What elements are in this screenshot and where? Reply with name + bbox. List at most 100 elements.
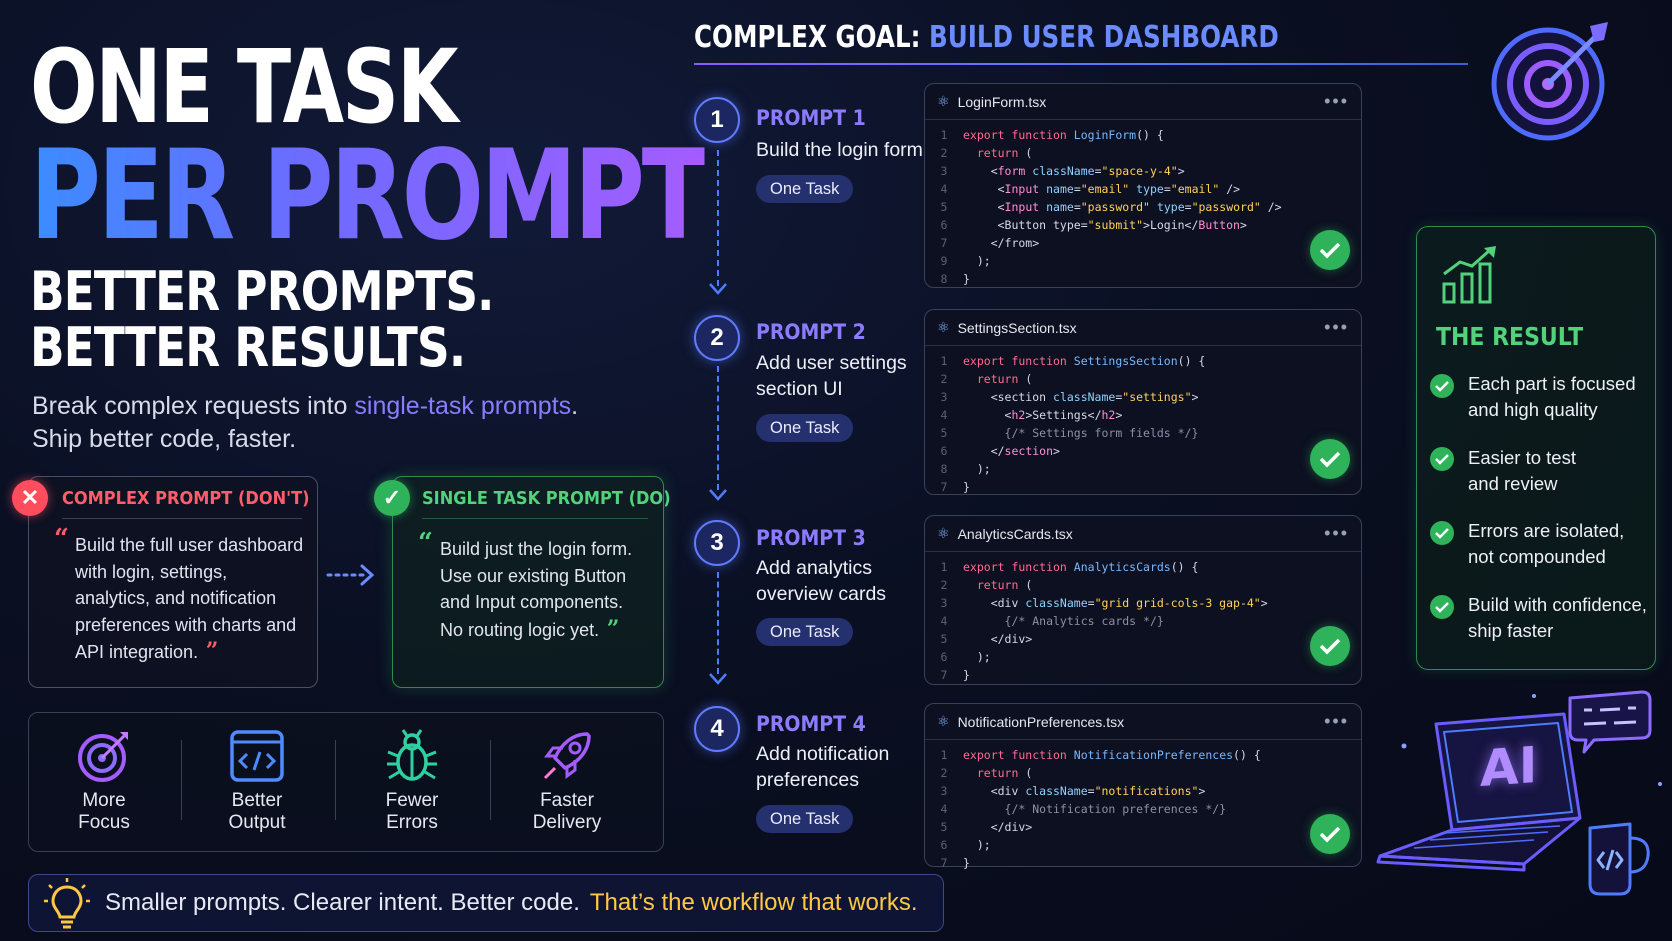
prompt-1-number: 1: [694, 97, 740, 143]
headline-line1: ONE TASK: [30, 28, 459, 147]
check-icon: [1430, 595, 1454, 619]
ai-screen-text: AI: [1480, 735, 1538, 799]
footer-banner: Smaller prompts. Clearer intent. Better …: [28, 874, 944, 932]
target-icon: [78, 732, 128, 782]
goal-underline: [694, 63, 1468, 65]
headline-line3: BETTER PROMPTS.BETTER RESULTS.: [30, 260, 494, 379]
result-item: Build with confidence,ship faster: [1468, 594, 1647, 641]
check-icon: [1310, 439, 1350, 479]
prompt-3-tag: One Task: [756, 618, 854, 646]
prompt-2-label: PROMPT 2: [756, 320, 866, 344]
prompt-4-label: PROMPT 4: [756, 712, 866, 736]
react-icon: ⚛: [937, 525, 950, 541]
single-task-prompt-quote: Build just the login form. Use our exist…: [440, 539, 633, 642]
check-icon: [1310, 626, 1350, 666]
divider: [335, 740, 336, 820]
file-name: NotificationPreferences.tsx: [957, 713, 1125, 730]
result-title: THE RESULT: [1436, 322, 1584, 351]
more-icon[interactable]: •••: [1324, 711, 1349, 731]
more-icon[interactable]: •••: [1324, 91, 1349, 111]
prompt-1-desc: Build the login form: [756, 139, 923, 161]
footer-highlight: That’s the workflow that works.: [589, 889, 918, 916]
more-icon[interactable]: •••: [1324, 523, 1349, 543]
footer-text: Smaller prompts. Clearer intent. Better …: [105, 889, 580, 916]
divider: [181, 740, 182, 820]
file-name: LoginForm.tsx: [957, 93, 1047, 110]
prompt-2-tag: One Task: [756, 414, 854, 442]
more-icon[interactable]: •••: [1324, 317, 1349, 337]
code-card-header: ⚛ SettingsSection.tsx •••: [925, 310, 1361, 346]
code-card-header: ⚛ AnalyticsCards.tsx •••: [925, 516, 1361, 552]
bug-icon: [387, 729, 437, 781]
file-name: SettingsSection.tsx: [957, 319, 1077, 336]
react-icon: ⚛: [937, 713, 950, 729]
code-card-header: ⚛ NotificationPreferences.tsx •••: [925, 704, 1361, 740]
rocket-icon: [543, 732, 591, 780]
arrow-down-icon: [709, 489, 727, 501]
prompt-1-label: PROMPT 1: [756, 106, 866, 130]
react-icon: ⚛: [937, 93, 950, 109]
subtitle-highlight: single-task prompts: [354, 392, 572, 420]
prompt-3-number: 3: [694, 520, 740, 566]
react-icon: ⚛: [937, 319, 950, 335]
lightbulb-icon: [44, 878, 90, 929]
single-task-prompt-card: [392, 476, 664, 688]
prompt-4-tag: One Task: [756, 805, 854, 833]
arrow-down-icon: [709, 283, 727, 295]
check-icon: [1310, 230, 1350, 270]
check-icon: ✓: [374, 480, 410, 516]
subtitle: Break complex requests into single-task …: [32, 392, 579, 453]
prompt-3-label: PROMPT 3: [756, 526, 866, 550]
flow-connector: [717, 150, 719, 286]
code-card-header: ⚛ LoginForm.tsx •••: [925, 84, 1361, 120]
file-name: AnalyticsCards.tsx: [957, 525, 1073, 542]
result-item: Errors are isolated,not compounded: [1468, 520, 1625, 567]
divider: [422, 518, 648, 519]
headline-line2: PER PROMPT: [30, 124, 708, 268]
check-icon: [1430, 521, 1454, 545]
target-icon: [1491, 22, 1608, 141]
complex-prompt-title: COMPLEX PROMPT (DON'T): [62, 488, 310, 509]
prompt-1-tag: One Task: [756, 175, 854, 203]
arrow-down-icon: [709, 673, 727, 685]
check-icon: [1430, 447, 1454, 471]
code-window-icon: [230, 730, 284, 782]
goal-title: COMPLEX GOAL: BUILD USER DASHBOARD: [694, 20, 1279, 55]
flow-connector: [717, 572, 719, 674]
complex-prompt-quote: Build the full user dashboard with login…: [75, 535, 304, 664]
x-icon: ✕: [12, 480, 48, 516]
flow-connector: [717, 366, 719, 490]
chart-growth-icon: [1442, 246, 1496, 304]
benefits-panel: [28, 712, 664, 852]
open-quote-icon: “: [418, 528, 433, 558]
complex-prompt-card: [28, 476, 318, 688]
prompt-2-number: 2: [694, 315, 740, 361]
check-icon: [1430, 374, 1454, 398]
result-panel: [1416, 226, 1656, 670]
open-quote-icon: “: [54, 524, 69, 554]
divider: [62, 518, 302, 519]
check-icon: [1310, 814, 1350, 854]
divider: [490, 740, 491, 820]
prompt-4-number: 4: [694, 706, 740, 752]
ai-laptop-illustration: [1376, 690, 1662, 896]
arrow-right-icon: [326, 564, 375, 586]
single-task-prompt-title: SINGLE TASK PROMPT (DO): [422, 488, 671, 509]
